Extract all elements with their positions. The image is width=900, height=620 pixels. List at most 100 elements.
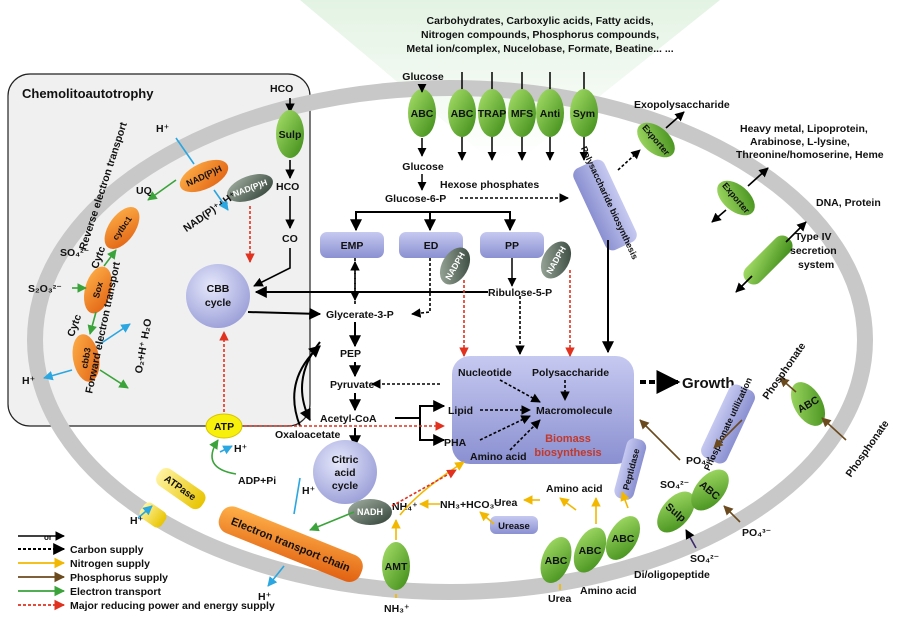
legend-or: or (44, 533, 52, 542)
pyruvate: Pyruvate (330, 379, 375, 391)
pep: PEP (340, 348, 361, 360)
hplus-atp: H⁺ (234, 443, 247, 455)
emp-box (320, 232, 384, 258)
oxaloacetate: Oxaloacetate (275, 429, 341, 441)
hco3-top: HCO (270, 83, 293, 95)
polysaccharide-biosynthesis-box (573, 159, 637, 251)
amino-acid-bottom: Amino acid (580, 585, 637, 597)
cbb-label: cycle (205, 297, 231, 309)
substrates-line3: Metal ion/complex, Nucelobase, Formate, … (406, 43, 673, 55)
glucose-out: Glucose (402, 71, 444, 83)
glycerate-3-p: Glycerate-3-P (326, 309, 394, 321)
abc-po4 (691, 469, 729, 511)
legend-reducing: Major reducing power and energy supply (70, 600, 275, 612)
cytbc1 (104, 206, 140, 250)
sulp-right (657, 491, 695, 533)
t4ss-label-2: secretion (790, 245, 837, 257)
abc-transporter-2 (448, 89, 476, 137)
nucleotide: Nucleotide (458, 367, 512, 379)
co2: CO (282, 233, 298, 245)
growth: Growth (682, 375, 735, 392)
so4-chemo: SO₄²⁻ (60, 247, 89, 259)
adp-pi: ADP+Pi (238, 475, 276, 487)
transporter-label: ABC (451, 108, 474, 120)
legend-nitrogen: Nitrogen supply (70, 558, 150, 570)
dna-protein: DNA, Protein (816, 197, 881, 209)
transporter-label: ABC (411, 108, 434, 120)
hplus-atpase: H⁺ (130, 515, 143, 527)
amino-acid-upper: Amino acid (546, 483, 603, 495)
heavy-metal-line2: Arabinose, L-lysine, (750, 136, 850, 148)
abc-transporter-1 (408, 89, 436, 137)
cbb-label: CBB (207, 283, 230, 295)
ed-label: ED (424, 240, 439, 252)
cbb3-label: cbb3 (79, 347, 92, 369)
hplus-top: H⁺ (156, 123, 169, 135)
cbb3 (72, 334, 100, 382)
hplus-etc: H⁺ (302, 485, 315, 497)
po4-inner: PO₄³⁻ (686, 455, 715, 467)
citric-label: acid (334, 467, 355, 479)
sox-label: Sox (91, 281, 105, 300)
nh3-bottom: NH₃⁺ (384, 603, 410, 615)
abc-label: ABC (545, 555, 568, 567)
transporter-label: MFS (511, 108, 533, 120)
citric-label: Citric (332, 454, 359, 466)
biomass-label: biosynthesis (534, 447, 601, 459)
citric-acid-cycle (313, 440, 377, 504)
ribulose-5-p: Ribulose-5-P (488, 287, 552, 299)
legend-phosphorus: Phosphorus supply (70, 572, 168, 584)
exporter-2 (717, 180, 755, 216)
uq: UQ (136, 185, 152, 197)
ed-box (399, 232, 463, 258)
pp-label: PP (505, 240, 519, 252)
pha: PHA (444, 437, 467, 449)
abc-peptide (605, 516, 641, 560)
trap-transporter (478, 89, 506, 137)
lipid: Lipid (448, 405, 473, 417)
t4ss-label-1: Type IV (795, 231, 832, 243)
urea-bottom: Urea (548, 593, 572, 605)
urease-label: Urease (498, 521, 530, 532)
abc-label: ABC (612, 533, 635, 545)
peptidase-box (614, 438, 647, 500)
transporter-label: TRAP (478, 108, 507, 120)
urea-inner: Urea (494, 497, 518, 509)
biomass-label: Biomass (545, 433, 591, 445)
mfs-transporter (508, 89, 536, 137)
cbb-cycle (186, 264, 250, 328)
hplus-left: H⁺ (22, 375, 35, 387)
cell-membrane (27, 80, 873, 600)
hplus-out: H⁺ (258, 591, 271, 603)
nadph-membrane (179, 159, 229, 193)
heavy-metal-line3: Threonine/homoserine, Heme (736, 149, 884, 161)
glucose-in: Glucose (402, 161, 444, 173)
sulp-hco3 (276, 110, 304, 158)
amino-acid-internal: Amino acid (470, 451, 527, 463)
sox (83, 266, 113, 314)
pp-box (480, 232, 544, 258)
transporter-label: Sym (573, 108, 595, 120)
so4-inner: SO₄²⁻ (660, 479, 689, 491)
top-transporters: ABC ABC TRAP MFS Anti Sym (408, 72, 598, 161)
electron-transport-chain (218, 506, 363, 582)
polysaccharide: Polysaccharide (532, 367, 609, 379)
nadh (348, 499, 392, 525)
nadph-ed (439, 247, 471, 285)
sym-transporter (570, 89, 598, 137)
legend: or Carbon supply Nitrogen supply Phospho… (18, 531, 275, 612)
type-iv-secretion (743, 235, 793, 285)
po4-outer: PO₄³⁻ (742, 527, 771, 539)
chemolitho-title: Chemolitoautotrophy (22, 86, 154, 101)
atp-label: ATP (214, 421, 234, 433)
substrates-line2: Nitrogen compounds, Phosphorus compounds… (421, 29, 659, 41)
nh3-hco3: NH₃+HCO₃⁻ (440, 499, 500, 511)
anti-transporter (536, 89, 564, 137)
nadph-pool (227, 174, 273, 202)
transporter-label: Anti (540, 108, 560, 120)
t4ss-label-3: system (798, 259, 834, 271)
so4-outer: SO₄²⁻ (690, 553, 719, 565)
abc-amino-acid (573, 527, 607, 573)
